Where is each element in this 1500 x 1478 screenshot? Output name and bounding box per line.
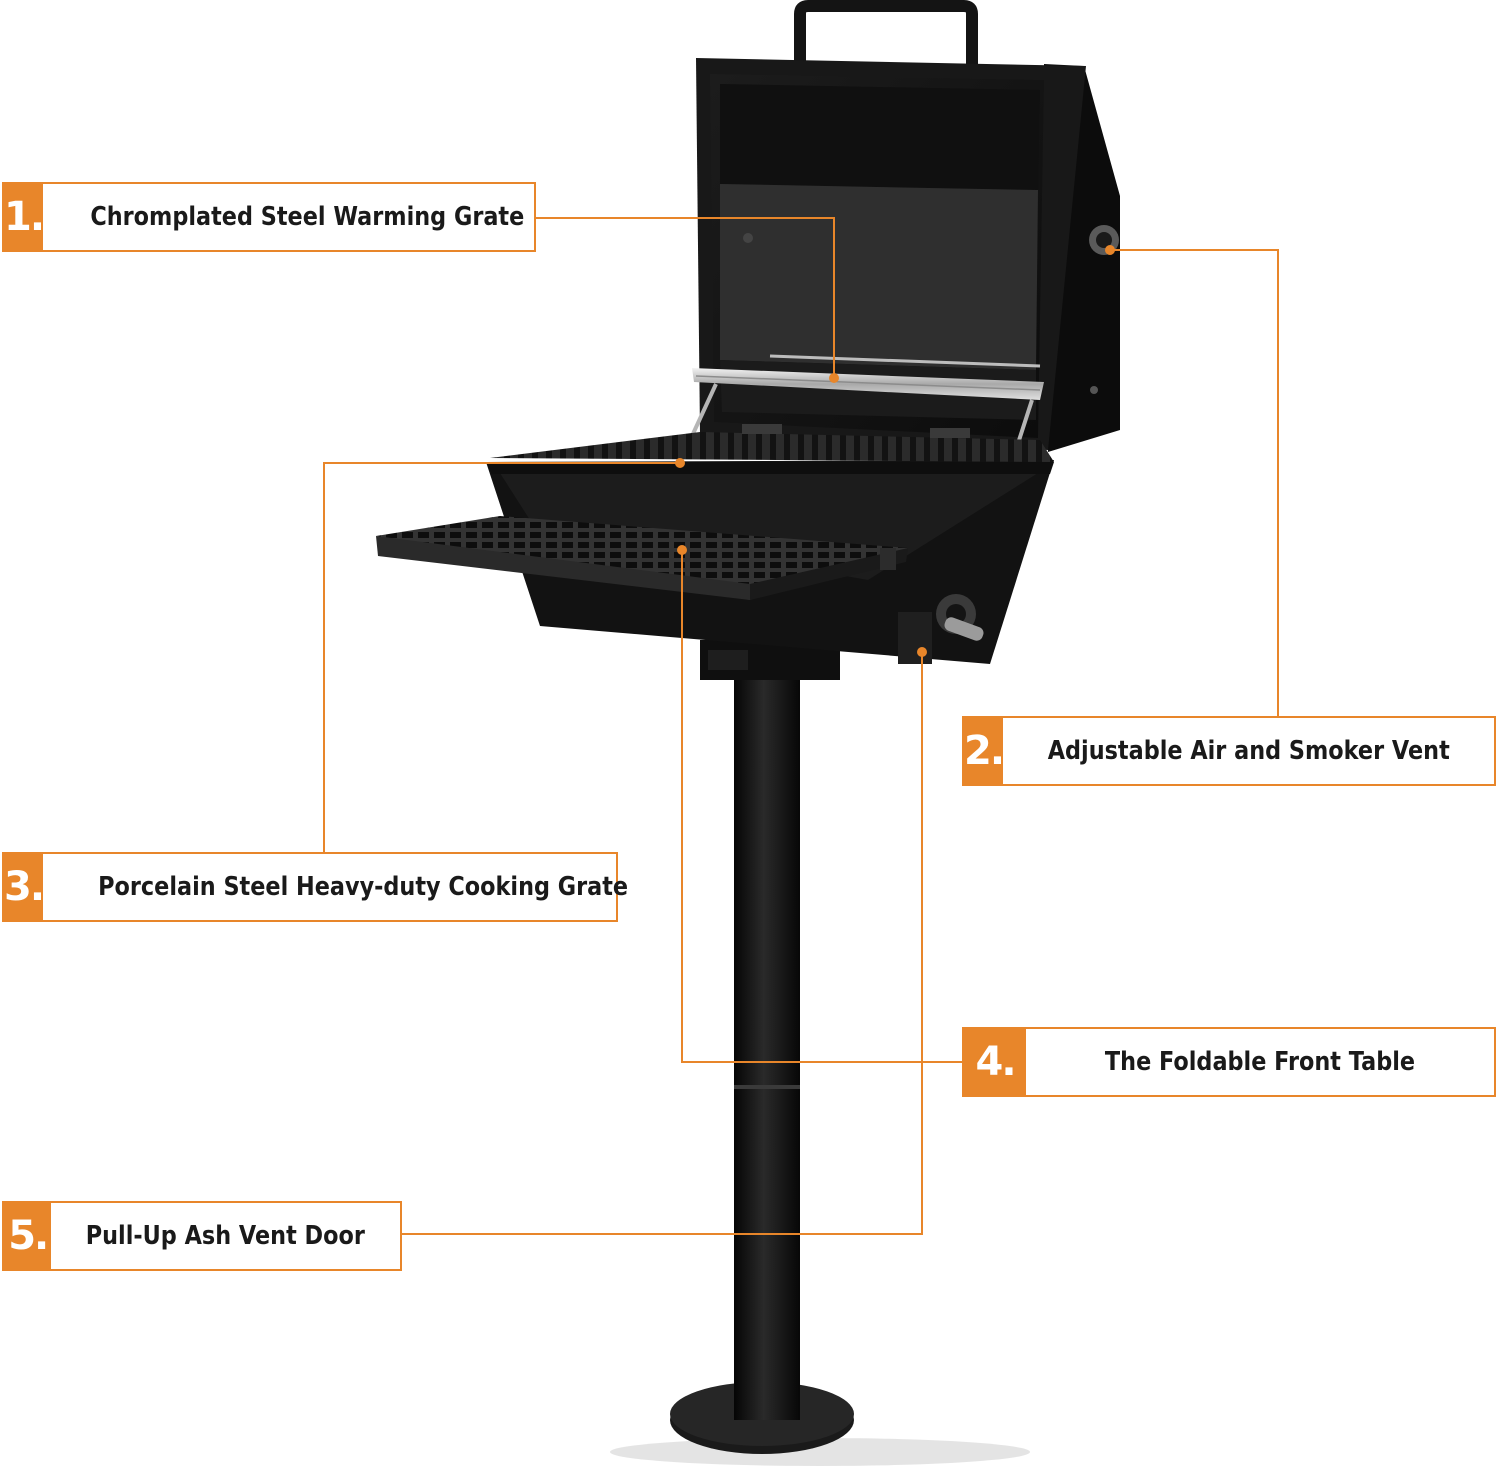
callout-number: 4. [964, 1029, 1026, 1095]
grill-base [610, 1382, 1030, 1466]
callout-number: 3. [4, 854, 45, 920]
callout-label: The Foldable Front Table [1104, 1047, 1416, 1077]
leader-line-5 [402, 652, 923, 1235]
callout-label: Chromplated Steel Warming Grate [90, 202, 525, 232]
callout-warming-grate: 1. Chromplated Steel Warming Grate [2, 182, 536, 252]
callout-number: 2. [964, 718, 1005, 784]
firebox [486, 424, 1054, 664]
leader-line-4 [681, 550, 962, 1063]
callout-label: Adjustable Air and Smoker Vent [1047, 736, 1450, 766]
leader-dots [675, 245, 1115, 657]
callout-ash-vent-door: 5. Pull-Up Ash Vent Door [2, 1201, 402, 1271]
grill-post [700, 640, 840, 1420]
callout-number: 1. [4, 184, 45, 250]
callout-label: Pull-Up Ash Vent Door [86, 1221, 366, 1251]
leader-line-2 [1114, 249, 1279, 716]
callout-cooking-grate: 3. Porcelain Steel Heavy-duty Cooking Gr… [2, 852, 628, 922]
callout-number: 5. [4, 1203, 52, 1269]
callout-label: Porcelain Steel Heavy-duty Cooking Grate [98, 872, 629, 902]
front-table [376, 516, 908, 600]
callout-air-smoker-vent: 2. Adjustable Air and Smoker Vent [962, 716, 1496, 786]
leader-line-1 [536, 217, 835, 378]
warming-grate [690, 354, 1044, 463]
leader-lines [323, 217, 1279, 1235]
callout-front-table: 4. The Foldable Front Table [962, 1027, 1496, 1097]
leader-line-3 [323, 462, 680, 852]
